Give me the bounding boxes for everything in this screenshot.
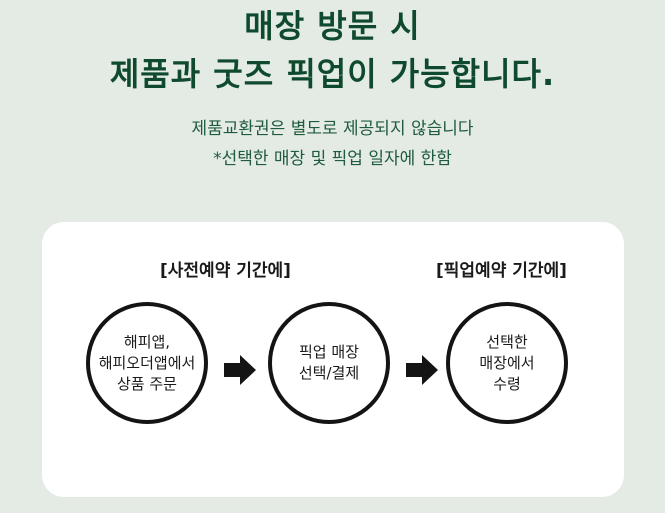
phase-label-preorder: [사전예약 기간에] (160, 261, 291, 281)
step-circle-select-store: 픽업 매장 선택/결제 (268, 302, 390, 424)
phase-label-pickup: [픽업예약 기간에] (436, 261, 567, 281)
step-circle-order: 해피앱, 해피오더앱에서 상품 주문 (86, 302, 208, 424)
headline-line-2: 제품과 굿즈 픽업이 가능합니다. (109, 55, 556, 93)
step-circle-receive: 선택한 매장에서 수령 (446, 302, 568, 424)
notice-no-voucher: 제품교환권은 별도로 제공되지 않습니다 (191, 119, 474, 139)
process-card: [사전예약 기간에] [픽업예약 기간에] 해피앱, 해피오더앱에서 상품 주문… (42, 222, 624, 497)
step-text-select-store: 픽업 매장 선택/결제 (298, 343, 360, 382)
headline-line-1: 매장 방문 시 (244, 7, 421, 45)
step-text-order: 해피앱, 해피오더앱에서 상품 주문 (98, 332, 196, 393)
step-text-receive: 선택한 매장에서 수령 (479, 332, 535, 393)
notice-condition: *선택한 매장 및 픽업 일자에 한함 (213, 149, 452, 169)
